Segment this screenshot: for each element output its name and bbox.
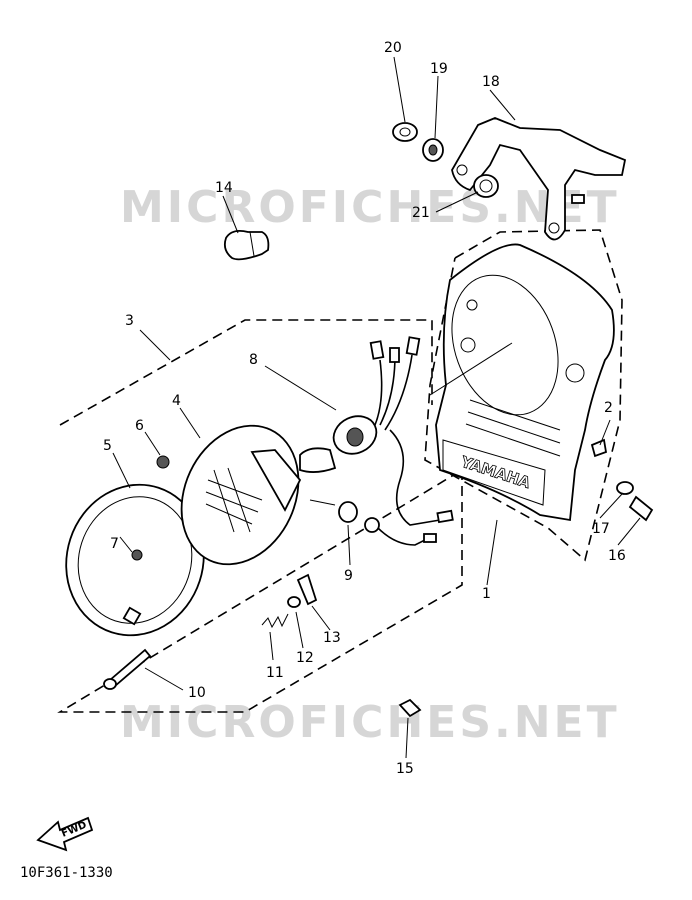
callout-8: 8 — [249, 352, 258, 368]
callout-16: 16 — [608, 548, 626, 564]
callout-11: 11 — [266, 665, 284, 681]
callout-21: 21 — [412, 205, 430, 221]
part-10-head — [103, 678, 117, 690]
leader-lines — [112, 56, 641, 759]
part-4-lens — [180, 424, 302, 566]
callout-1: 1 — [482, 586, 491, 602]
part-15-bulb — [398, 698, 422, 718]
part-20-hole — [399, 127, 411, 137]
callout-4: 4 — [172, 393, 181, 409]
part-20-cap — [392, 122, 418, 142]
part-11-spring — [261, 613, 289, 629]
part-21-hole — [479, 179, 493, 193]
callout-6: 6 — [135, 418, 144, 434]
part-2-damper — [590, 438, 608, 458]
callout-19: 19 — [430, 61, 448, 77]
pilot-holder — [364, 517, 380, 533]
fwd-arrow: FWD — [36, 816, 94, 852]
callout-2: 2 — [604, 400, 613, 416]
watermark-bottom: MICROFICHES.NET — [120, 697, 620, 748]
diagram-code: 10F361-1330 — [20, 865, 113, 881]
part-13-clip — [296, 573, 318, 606]
callout-17: 17 — [592, 521, 610, 537]
pilot-bulb — [309, 499, 336, 506]
callout-5: 5 — [103, 438, 112, 454]
watermark-top: MICROFICHES.NET — [120, 182, 620, 233]
callout-10: 10 — [188, 685, 206, 701]
callout-14: 14 — [215, 180, 233, 196]
callout-13: 13 — [323, 630, 341, 646]
part-9-pilot-socket — [338, 501, 358, 523]
headlight-group-outline — [57, 319, 463, 713]
part-17-washer — [616, 481, 634, 495]
part-5-rim — [65, 483, 205, 637]
cowl-part: YAMAHA — [435, 243, 615, 522]
part-8-socket — [299, 336, 454, 546]
part-14-bulb — [223, 229, 270, 261]
callout-18: 18 — [482, 74, 500, 90]
part-10-screw — [108, 648, 152, 688]
callout-3: 3 — [125, 313, 134, 329]
part-6-screw — [156, 455, 170, 469]
bracket-part — [451, 117, 627, 241]
part-19-hole — [428, 144, 438, 156]
callout-20: 20 — [384, 40, 402, 56]
part-16-bolt — [628, 495, 654, 522]
callout-9: 9 — [344, 568, 353, 584]
callout-7: 7 — [110, 536, 119, 552]
callout-12: 12 — [296, 650, 314, 666]
part-12-nut — [287, 596, 301, 608]
part-21-washer — [473, 174, 499, 198]
callout-15: 15 — [396, 761, 414, 777]
